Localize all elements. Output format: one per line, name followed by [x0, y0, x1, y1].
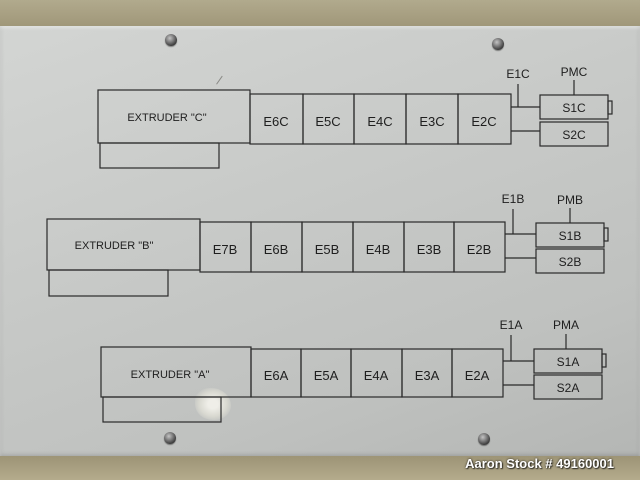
metal-plate [0, 26, 640, 458]
s1-label: S1A [557, 355, 580, 369]
zone-label: E6C [263, 114, 288, 129]
background-bottom [0, 456, 640, 480]
zone-box [457, 93, 512, 145]
extruder-c-label: EXTRUDER "C" [127, 112, 206, 124]
zone-box [453, 221, 506, 273]
extruder-c-labels: EXTRUDER "C" E6C E5C E4C E3C E2C E1C PMC… [127, 65, 587, 142]
zone-label: E2A [465, 368, 490, 383]
zone-label: E2B [467, 242, 492, 257]
pm-label: PMC [561, 65, 588, 79]
extruder-a-labels: EXTRUDER "A" E6A E5A E4A E3A E2A E1A PMA… [131, 318, 580, 395]
s2-label: S2B [559, 255, 582, 269]
extruder-a-label: EXTRUDER "A" [131, 369, 210, 381]
pm-label: PMB [557, 193, 583, 207]
extruder-c-subbox [99, 142, 220, 169]
screw-top-left [165, 34, 177, 46]
s2-box [539, 121, 609, 147]
e1-label: E1B [502, 192, 525, 206]
extruder-b-group [46, 208, 609, 297]
zone-label: E5A [314, 368, 339, 383]
zone-label: E3C [419, 114, 444, 129]
sensor-tab [601, 353, 607, 368]
s1-label: S1C [562, 101, 586, 115]
zone-label: E4A [364, 368, 389, 383]
stain [195, 388, 231, 420]
e1-label: E1A [500, 318, 523, 332]
zone-label: E4B [366, 242, 391, 257]
sensor-tab [607, 100, 613, 115]
s2-label: S2C [562, 128, 586, 142]
screw-bottom-left [164, 432, 176, 444]
zone-label: E5C [315, 114, 340, 129]
pm-label: PMA [553, 318, 579, 332]
zone-label: E2C [471, 114, 496, 129]
s2-box [535, 248, 605, 274]
zone-box [451, 348, 504, 398]
zone-label: E6A [264, 368, 289, 383]
zone-label: E6B [264, 242, 289, 257]
s2-box [533, 374, 603, 400]
extruder-b-subbox [48, 269, 169, 297]
screw-bottom-right [478, 433, 490, 445]
zone-label: E7B [213, 242, 238, 257]
zone-label: E4C [367, 114, 392, 129]
extruder-b-labels: EXTRUDER "B" E7B E6B E5B E4B E3B E2B E1B… [75, 192, 583, 269]
extruder-b-label: EXTRUDER "B" [75, 240, 154, 252]
background-top [0, 0, 640, 28]
zone-label: E5B [315, 242, 340, 257]
s1-label: S1B [559, 229, 582, 243]
sensor-tab [603, 227, 609, 242]
s2-label: S2A [557, 381, 580, 395]
zone-label: E3A [415, 368, 440, 383]
extruder-c-group [97, 80, 613, 169]
extruder-a-group [100, 334, 607, 423]
watermark-label: Aaron Stock # 49160001 [465, 456, 614, 471]
zone-label: E3B [417, 242, 442, 257]
screw-top-right [492, 38, 504, 50]
extruder-a-subbox [102, 396, 222, 423]
e1-label: E1C [506, 67, 530, 81]
